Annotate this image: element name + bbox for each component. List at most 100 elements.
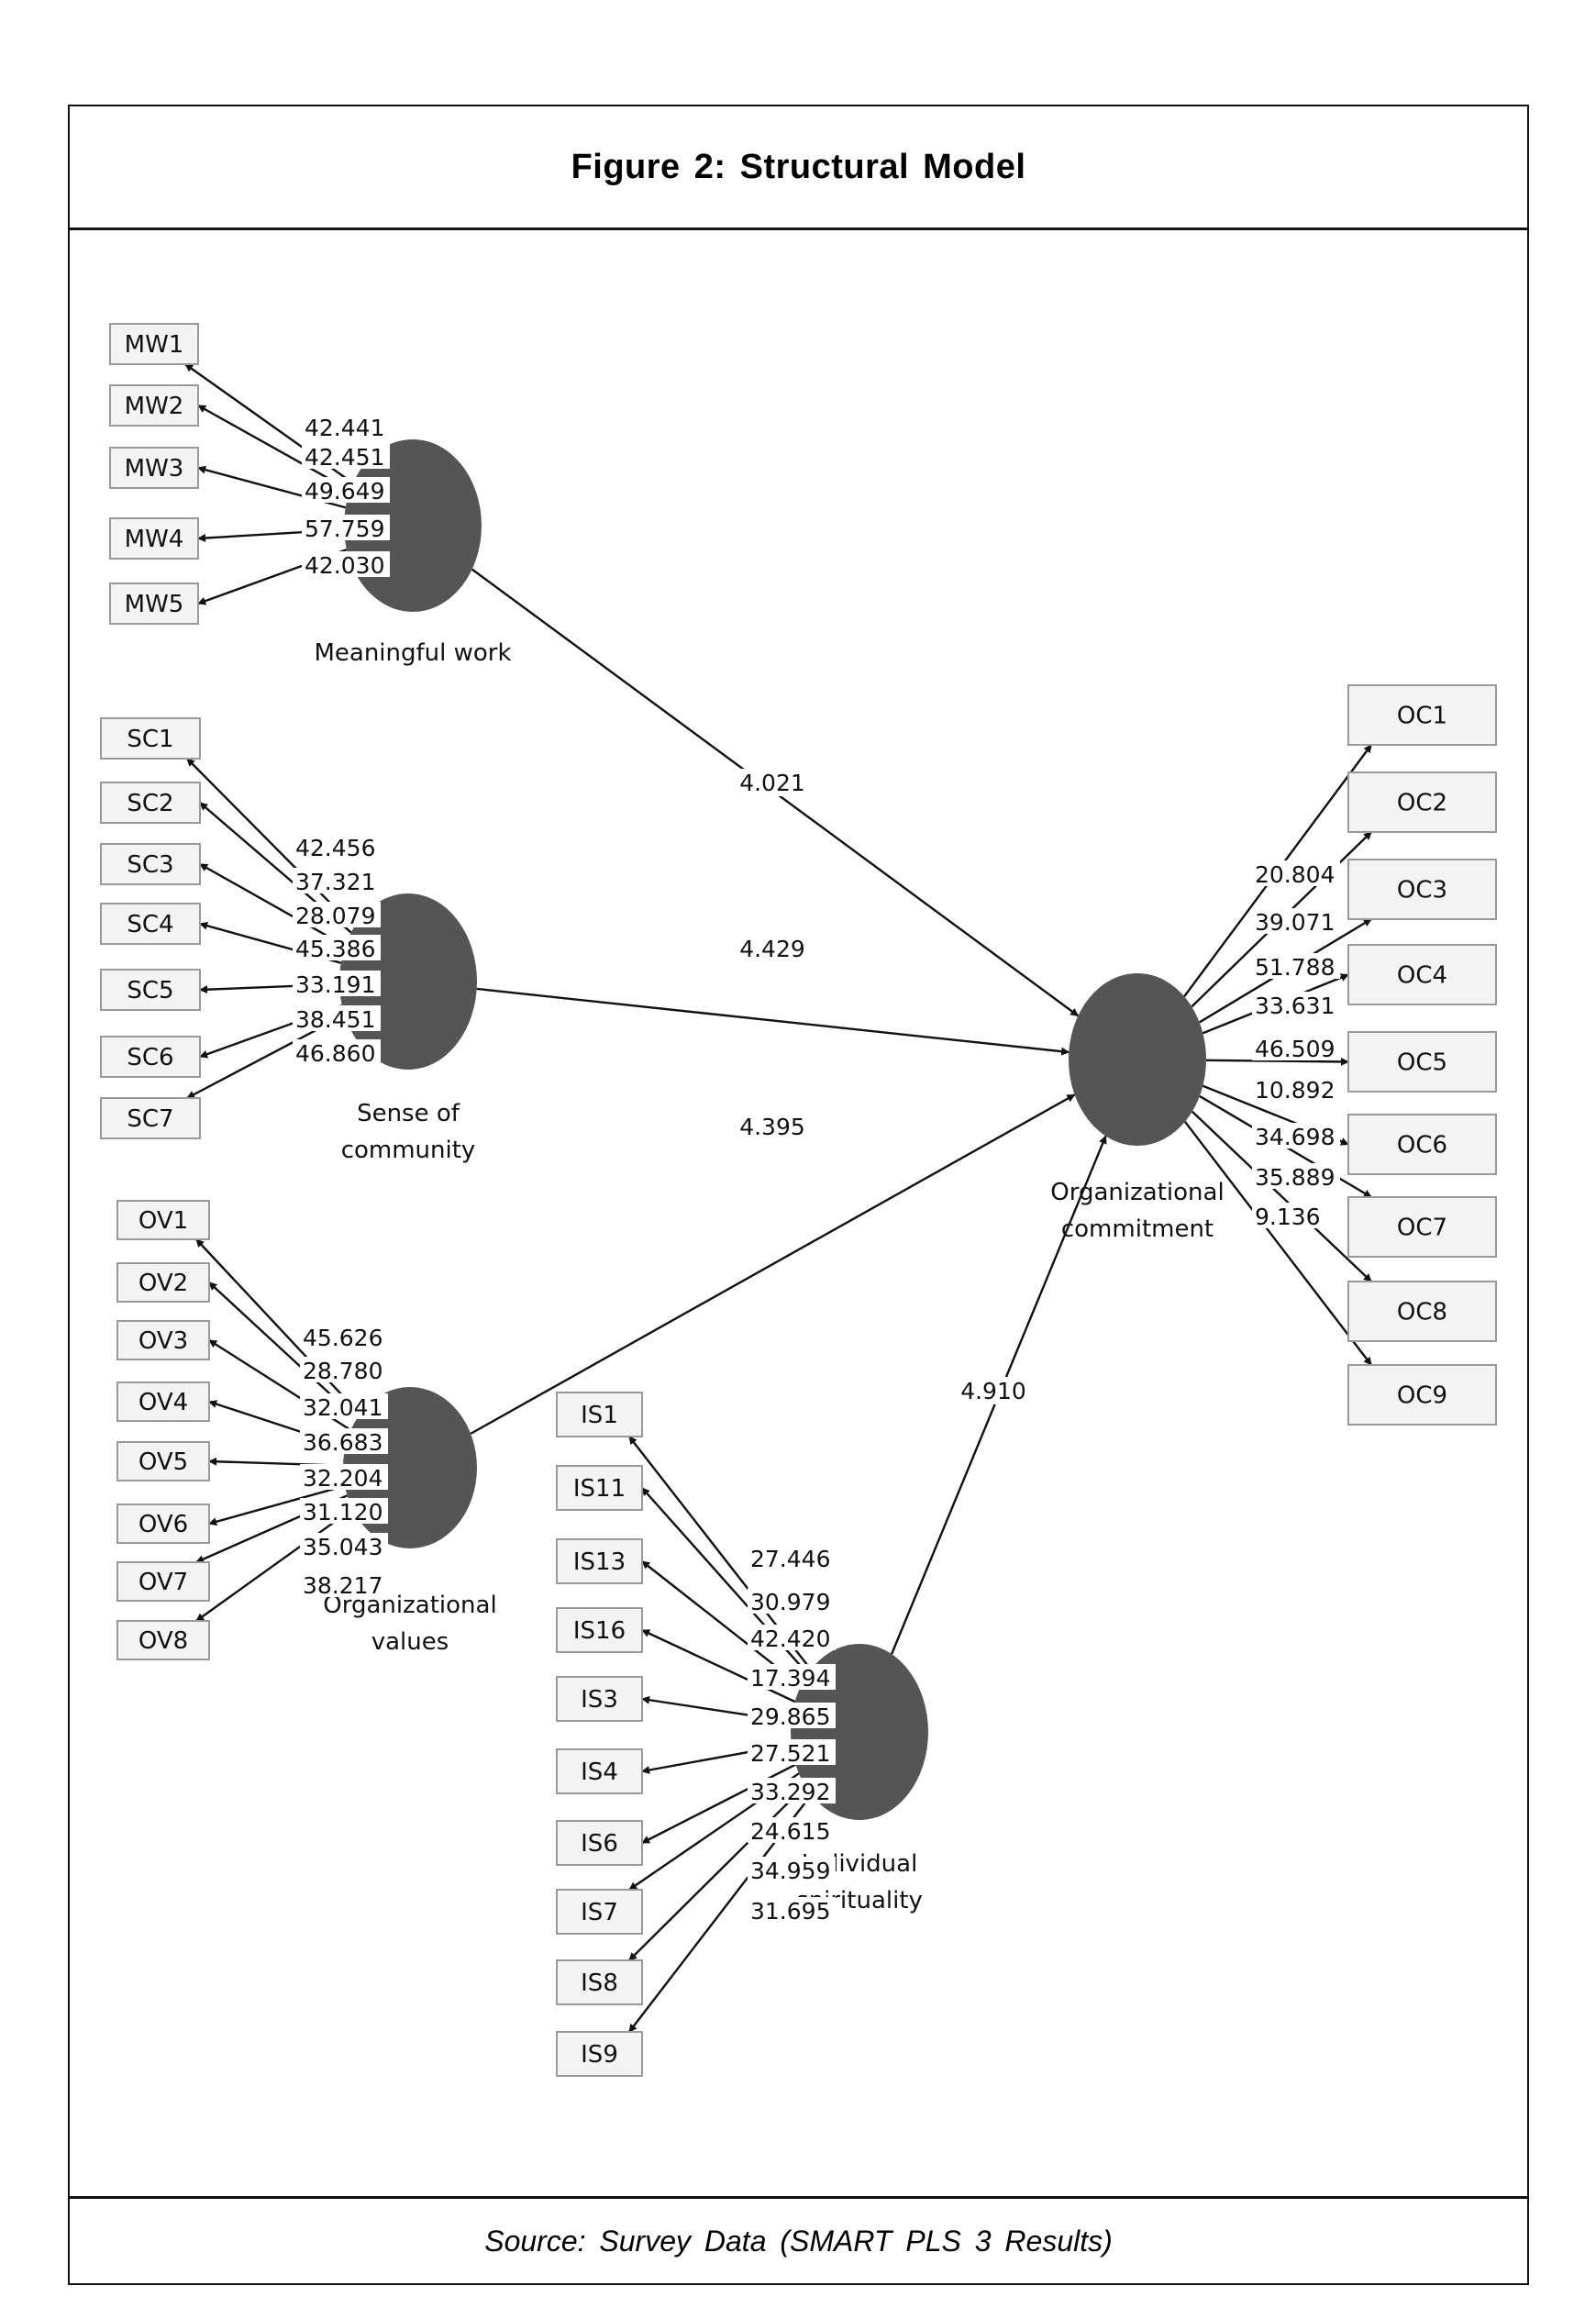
loading-value-group: 9.136: [1252, 1203, 1326, 1230]
loading-value-group: 17.394: [748, 1664, 836, 1692]
loading-value: 17.394: [750, 1665, 830, 1692]
loading-value: 51.788: [1255, 954, 1335, 981]
path-coefficient-bg: [734, 1113, 811, 1140]
latent-label-sc: Sense of: [357, 1100, 460, 1127]
indicator-label: OC1: [1397, 703, 1447, 730]
indicator-label: IS13: [573, 1548, 626, 1576]
loading-value-bg: [293, 971, 381, 996]
loading-value-group: 31.120: [300, 1498, 388, 1526]
indicator-box-mw2: [109, 384, 199, 427]
loading-value-bg: [748, 1664, 836, 1690]
latent-label-mw: Meaningful work: [314, 639, 511, 667]
indicator-label: OC8: [1397, 1299, 1447, 1326]
indicator-box-ov5: [116, 1441, 210, 1481]
loading-value: 42.441: [305, 415, 384, 441]
indicator-label: OC4: [1397, 962, 1447, 990]
loading-value: 33.191: [295, 971, 375, 998]
loading-value-bg: [300, 1357, 388, 1382]
loading-value-bg: [1252, 992, 1340, 1017]
indicator-label: OV7: [139, 1569, 188, 1596]
latent-label-ov: values: [371, 1628, 449, 1656]
path-coefficient-group: 4.910: [955, 1377, 1032, 1404]
loading-value-bg: [293, 868, 381, 893]
loading-value: 29.865: [750, 1703, 830, 1730]
loading-value-bg: [293, 1005, 381, 1031]
indicator-box-sc6: [100, 1036, 201, 1078]
loading-value-group: 33.631: [1252, 992, 1340, 1019]
indicator-label: MW3: [125, 455, 184, 483]
loading-value-bg: [1252, 953, 1340, 979]
loading-value-group: 36.683: [300, 1428, 388, 1456]
indicator-label: IS1: [581, 1402, 618, 1429]
loading-value-group: 20.804: [1252, 860, 1340, 888]
loading-value-bg: [300, 1571, 388, 1597]
indicator-label: IS11: [573, 1475, 626, 1503]
loading-value-bg: [302, 515, 390, 540]
loading-value: 34.698: [1255, 1124, 1335, 1150]
indicator-label: MW2: [125, 393, 184, 420]
loading-value-bg: [1252, 1035, 1340, 1060]
loading-value: 28.780: [303, 1358, 382, 1384]
loading-value-group: 51.788: [1252, 953, 1340, 981]
path-coefficient-bg: [734, 769, 811, 796]
loading-value-bg: [748, 1588, 836, 1614]
loading-value-bg: [300, 1428, 388, 1454]
indicator-label: SC6: [127, 1044, 173, 1071]
indicator-box-oc6: [1347, 1114, 1497, 1175]
loading-edge: [641, 1763, 796, 1845]
loading-value: 9.136: [1255, 1204, 1321, 1230]
loading-value-group: 38.451: [293, 1005, 381, 1033]
indicator-box-mw4: [109, 517, 199, 560]
indicator-box-ov1: [116, 1200, 210, 1240]
loading-value: 34.959: [750, 1858, 830, 1884]
loading-value: 27.446: [750, 1546, 830, 1572]
loading-edge: [1183, 1121, 1372, 1366]
indicator-box-oc2: [1347, 771, 1497, 833]
indicator-box-is3: [556, 1676, 643, 1722]
loading-value-bg: [748, 1739, 836, 1765]
loading-edge: [628, 1784, 806, 1961]
loading-edge: [208, 1484, 346, 1526]
indicator-label: IS7: [581, 1899, 618, 1926]
indicator-box-mw3: [109, 447, 199, 489]
indicator-box-ov6: [116, 1504, 210, 1544]
loading-value: 37.321: [295, 869, 375, 895]
indicator-box-is13: [556, 1538, 643, 1584]
loading-value-group: 42.420: [748, 1625, 836, 1652]
loading-value-bg: [300, 1393, 388, 1419]
loading-value-bg: [1252, 860, 1340, 886]
loading-value-group: 42.441: [302, 414, 390, 441]
indicator-label: SC5: [127, 977, 173, 1004]
loading-value: 35.889: [1255, 1164, 1335, 1191]
indicator-box-sc3: [100, 843, 201, 885]
indicator-box-oc7: [1347, 1196, 1497, 1258]
indicator-label: OC7: [1397, 1215, 1447, 1242]
loading-value: 24.615: [750, 1818, 830, 1845]
indicator-label: OV3: [139, 1327, 188, 1355]
indicator-box-mw1: [109, 323, 199, 365]
loading-value-group: 38.217: [300, 1571, 388, 1599]
indicator-label: MW4: [125, 526, 184, 553]
indicator-box-is1: [556, 1392, 643, 1437]
indicator-box-oc4: [1347, 944, 1497, 1005]
indicator-label: IS4: [581, 1759, 618, 1786]
title-row: Figure 2: Structural Model: [70, 106, 1527, 230]
loading-value-bg: [300, 1464, 388, 1490]
path-coefficient: 4.910: [960, 1378, 1026, 1404]
loading-value: 46.860: [295, 1040, 375, 1067]
indicator-label: MW5: [125, 591, 184, 618]
loading-value: 35.043: [303, 1534, 382, 1560]
loading-value-group: 37.321: [293, 868, 381, 895]
loading-value-bg: [1252, 1123, 1340, 1148]
loading-value-group: 57.759: [302, 515, 390, 542]
loading-value-bg: [1252, 1163, 1340, 1189]
loading-edge: [195, 1238, 361, 1415]
indicator-box-sc7: [100, 1097, 201, 1139]
loading-edge: [1191, 1110, 1372, 1282]
indicator-label: OV6: [139, 1511, 188, 1538]
indicator-box-sc2: [100, 782, 201, 824]
loading-value-bg: [300, 1533, 388, 1559]
indicator-label: OV2: [139, 1270, 188, 1297]
indicator-label: OC2: [1397, 790, 1447, 817]
